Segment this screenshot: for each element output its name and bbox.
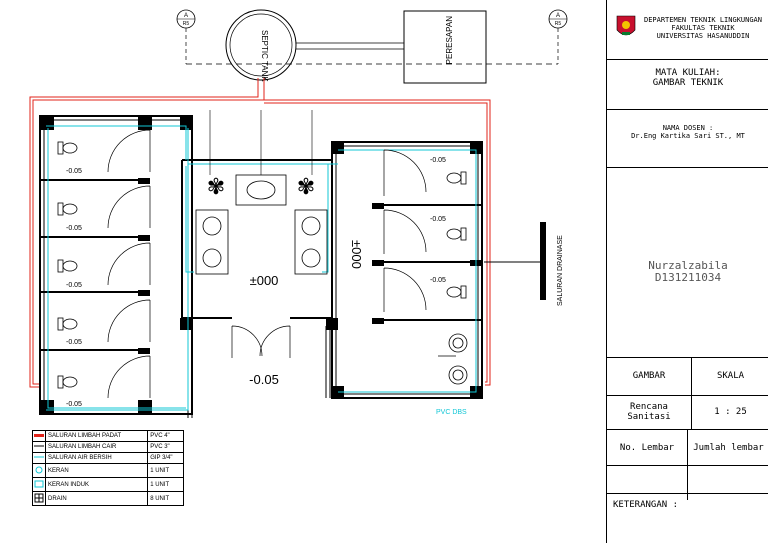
legend-label: SALURAN LIMBAH PADAT [44,430,149,442]
legend-label: SALURAN AIR BERSIH [44,452,149,464]
legend-spec: PVC 4" [147,430,184,442]
right-doors [383,149,427,312]
corridor-level: ±000 [349,240,364,269]
section-marker-top-text: A [184,13,188,19]
left-toilets [57,141,78,389]
student-section: Nurzalzabila D131211034 [607,168,768,358]
level-labels: -0.05 -0.05 -0.05 -0.05 -0.05 -0.05 -0.0… [66,157,446,408]
legend-spec: 8 UNIT [147,491,184,506]
entrance-level: -0.05 [249,372,279,387]
clean-water-pipe [46,125,477,411]
solid-waste-pipe [29,78,491,388]
gambar-skala-header: GAMBAR SKALA [607,358,768,396]
gambar-label: GAMBAR [632,371,666,381]
institution-line: UNIVERSITAS HASANUDDIN [656,32,750,40]
keterangan-wrap: KETERANGAN : [613,500,763,510]
level-label: -0.05 [66,225,82,232]
course-section: MATA KULIAH: GAMBAR TEKNIK [607,60,768,110]
legend-row: KERAN INDUK 1 UNIT [32,477,184,492]
course-name: GAMBAR TEKNIK [652,78,724,88]
gambar-value: Sanitasi [627,412,671,422]
university-logo-icon [616,15,636,36]
legend-label: SALURAN LIMBAH CAIR [44,441,149,453]
center-floor-level: ±000 [250,273,279,288]
level-label: -0.05 [430,277,446,284]
left-stall-partitions [40,179,150,351]
keterangan-label: KETERANGAN : [613,500,679,510]
level-label: -0.05 [66,401,82,408]
section-marker-right: A R5 [548,9,568,29]
lembar-values [607,466,768,494]
drain-icon [34,493,44,502]
legend-row: SALURAN LIMBAH CAIR PVC 3" [32,441,184,453]
section-marker-bottom-text: R5 [183,21,190,27]
septic-tank: SEPTIC TANK [225,9,297,82]
urinals [438,333,468,385]
level-label: -0.05 [66,282,82,289]
tap-icon [35,466,43,473]
skala-label: SKALA [716,371,745,381]
legend-spec: 1 UNIT [147,477,184,492]
level-label: -0.05 [430,216,446,223]
institution-line: DEPARTEMEN TEKNIK LINGKUNGAN [643,16,762,24]
legend-row: SALURAN LIMBAH PADAT PVC 4" [32,430,184,442]
section-marker-top-text: A [556,13,560,19]
lembar-label: No. Lembar [619,443,675,453]
legend-label: KERAN INDUK [44,477,149,492]
peresapan-box: PERESAPAN [403,10,487,84]
legend-spec: PVC 3" [147,441,184,453]
legend-spec: GIP 3/4" [147,452,184,464]
drainase-channel [540,222,546,300]
saluran-drainase-label: SALURAN DRAINASE [557,235,564,306]
right-toilets [446,171,467,299]
institution-line: FAKULTAS TEKNIK [671,24,735,32]
lecturer-label: NAMA DOSEN : [662,124,714,132]
svg-text:✾: ✾ [207,174,225,199]
institution-header: DEPARTEMEN TEKNIK LINGKUNGAN FAKULTAS TE… [607,0,768,60]
main-tap-icon [34,480,44,487]
legend-label: DRAIN [44,491,149,506]
sanitation-plan-drawing: A R5 A R5 SEPTIC TANK PERESAPAN [29,9,568,418]
level-label: -0.05 [430,157,446,164]
section-marker-left: A R5 [176,9,196,29]
pipe-label: PVC DBS [436,409,467,416]
gambar-skala-values: Rencana Sanitasi 1 : 25 [607,396,768,430]
right-stall-partitions [372,204,482,321]
legend-label: KERAN [44,463,149,478]
course-label: MATA KULIAH: [655,68,721,78]
legend-table: SALURAN LIMBAH PADAT PVC 4" SALURAN LIMB… [32,430,184,506]
level-label: -0.05 [66,168,82,175]
gambar-value: Rencana [630,402,668,412]
center-sinks [195,174,328,275]
peresapan-label: PERESAPAN [445,16,454,65]
entrance-doors [231,325,291,358]
section-marker-bottom-text: R5 [555,21,562,27]
building-walls [39,115,483,415]
svg-text:✾: ✾ [297,174,315,199]
level-label: -0.05 [66,339,82,346]
legend-row: DRAIN 8 UNIT [32,491,184,506]
legend-spec: 1 UNIT [147,463,184,478]
left-doors [107,129,151,399]
lembar-section: No. Lembar Jumlah lembar [607,430,768,500]
plant-icons: ✾ ✾ [207,174,315,199]
jumlah-label: Jumlah lembar [693,443,764,453]
student-id: D131211034 [654,271,722,284]
septic-tank-label: SEPTIC TANK [260,30,269,82]
skala-value: 1 : 25 [714,407,747,417]
student-name: Nurzalzabila [648,259,728,272]
lecturer-name: Dr.Eng Kartika Sari ST., MT [631,132,745,140]
legend-row: SALURAN AIR BERSIH GIP 3/4" [32,452,184,464]
title-block: DEPARTEMEN TEKNIK LINGKUNGAN FAKULTAS TE… [606,0,768,543]
legend-row: KERAN 1 UNIT [32,463,184,478]
lecturer-section: NAMA DOSEN : Dr.Eng Kartika Sari ST., MT [607,110,768,168]
